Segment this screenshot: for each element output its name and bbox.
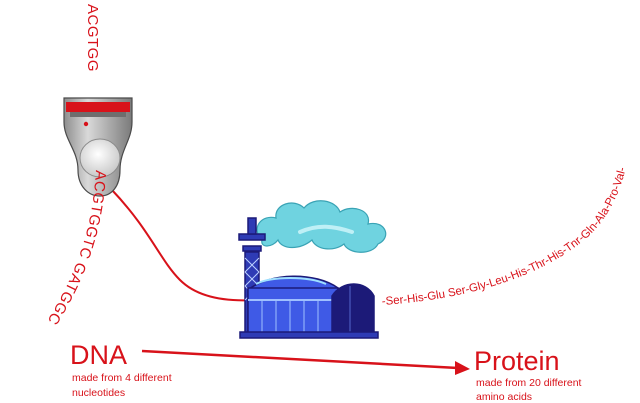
dna-to-protein-arrow <box>141 349 470 375</box>
factory-icon <box>238 217 379 339</box>
dna-label: DNA <box>70 340 127 370</box>
smoke-icon <box>256 200 387 253</box>
amino-acid-chain: -Ser-His-Glu Ser-Gly-Leu-His-Thr-His-Tnr… <box>381 166 628 308</box>
protein-caption-line2: amino acids <box>476 391 532 403</box>
connector-wire <box>111 189 256 302</box>
dna-caption-line1: made from 4 different <box>72 372 172 384</box>
protein-label: Protein <box>474 346 560 376</box>
protein-caption-line1: made from 20 different <box>476 377 582 389</box>
dna-caption-line2: nucleotides <box>72 387 125 399</box>
dna-strand-top: ACGTGG <box>84 4 101 72</box>
sequence-reader-icon <box>63 97 133 197</box>
dna-strand-lower: ACGTGGTC GATGGC <box>44 170 109 328</box>
